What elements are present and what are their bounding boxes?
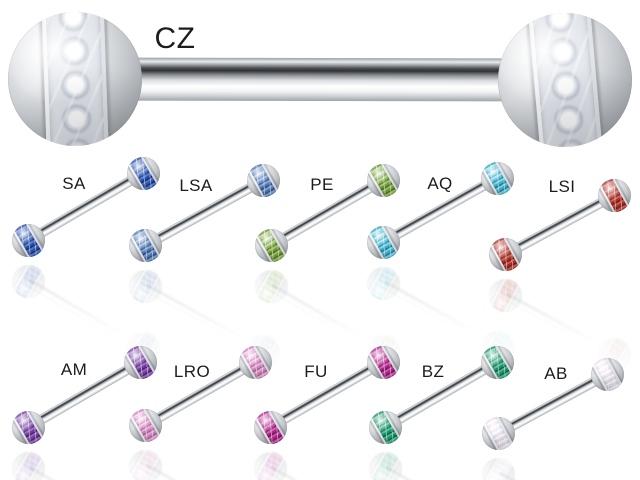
ball-highlight xyxy=(11,410,45,444)
reflection-ball-sa xyxy=(11,264,45,298)
label-aq: AQ xyxy=(427,174,453,193)
label-lro: LRO xyxy=(173,362,211,381)
ball-highlight xyxy=(366,225,400,259)
reflection-ball-ab xyxy=(481,457,515,480)
jewel-ball-fu-bottom xyxy=(253,410,287,444)
jewel-ball-pe-bottom xyxy=(254,228,288,262)
ball-highlight xyxy=(366,345,400,379)
ball-highlight xyxy=(123,345,157,379)
label-lsi: LSI xyxy=(548,177,576,196)
ball-highlight xyxy=(498,13,632,147)
ball-highlight xyxy=(128,449,162,480)
label-lsa: LSA xyxy=(179,176,213,195)
ball-highlight xyxy=(368,451,402,480)
ball-highlight xyxy=(253,451,287,480)
jewel-ball-am-top xyxy=(123,345,157,379)
barbell-bar-cz xyxy=(74,57,566,102)
ball-highlight xyxy=(128,408,162,442)
ball-highlight xyxy=(481,416,515,450)
ball-highlight xyxy=(128,269,162,303)
jewel-ball-ab-top xyxy=(590,357,624,391)
jewel-ball-lro-top xyxy=(238,345,272,379)
ball-highlight xyxy=(8,12,142,146)
jewel-ball-lsa-bottom xyxy=(128,228,162,262)
jewel-ball-fu-top xyxy=(366,345,400,379)
ball-highlight xyxy=(126,156,160,190)
ball-highlight xyxy=(238,345,272,379)
ball-highlight xyxy=(128,228,162,262)
jewel-ball-sa-top xyxy=(126,156,160,190)
ball-highlight xyxy=(11,223,45,257)
reflection-ball-lsi xyxy=(488,278,522,312)
jewel-ball-aq-bottom xyxy=(366,225,400,259)
label-sa: SA xyxy=(62,174,86,193)
reflection-ball-bz xyxy=(368,451,402,480)
ball-highlight xyxy=(366,266,400,300)
jewel-ball-cz-right xyxy=(498,13,632,147)
reflection-ball-lro xyxy=(128,449,162,480)
label-pe: PE xyxy=(310,175,334,194)
ball-highlight xyxy=(366,163,400,197)
jewel-ball-bz-bottom xyxy=(368,410,402,444)
reflection-ball-am xyxy=(11,451,45,480)
ball-highlight xyxy=(246,163,280,197)
jewel-ball-lsi-top xyxy=(597,178,631,212)
jewel-ball-pe-top xyxy=(366,163,400,197)
label-ab: AB xyxy=(544,364,568,383)
label-cz: CZ xyxy=(154,22,196,55)
reflection-ball-lsa xyxy=(128,269,162,303)
ball-highlight xyxy=(253,410,287,444)
jewel-ball-lsa-top xyxy=(246,163,280,197)
ball-highlight xyxy=(590,357,624,391)
ball-highlight xyxy=(254,228,288,262)
jewel-ball-lro-bottom xyxy=(128,408,162,442)
jewel-ball-am-bottom xyxy=(11,410,45,444)
jewel-ball-lsi-bottom xyxy=(488,237,522,271)
jewel-ball-cz-left xyxy=(8,12,142,146)
ball-highlight xyxy=(488,278,522,312)
jewel-ball-bz-top xyxy=(480,345,514,379)
reflection-ball-aq xyxy=(366,266,400,300)
ball-highlight xyxy=(11,451,45,480)
ball-highlight xyxy=(597,178,631,212)
label-bz: BZ xyxy=(421,362,445,381)
ball-highlight xyxy=(254,269,288,303)
ball-highlight xyxy=(368,410,402,444)
ball-highlight xyxy=(11,264,45,298)
reflection-ball-fu xyxy=(253,451,287,480)
jewel-ball-aq-top xyxy=(480,161,514,195)
label-fu: FU xyxy=(304,362,328,381)
reflection-ball-pe xyxy=(254,269,288,303)
ball-highlight xyxy=(480,161,514,195)
ball-highlight xyxy=(480,345,514,379)
label-am: AM xyxy=(60,360,88,379)
ball-highlight xyxy=(488,237,522,271)
jewel-ball-sa-bottom xyxy=(11,223,45,257)
jewel-ball-ab-bottom xyxy=(481,416,515,450)
